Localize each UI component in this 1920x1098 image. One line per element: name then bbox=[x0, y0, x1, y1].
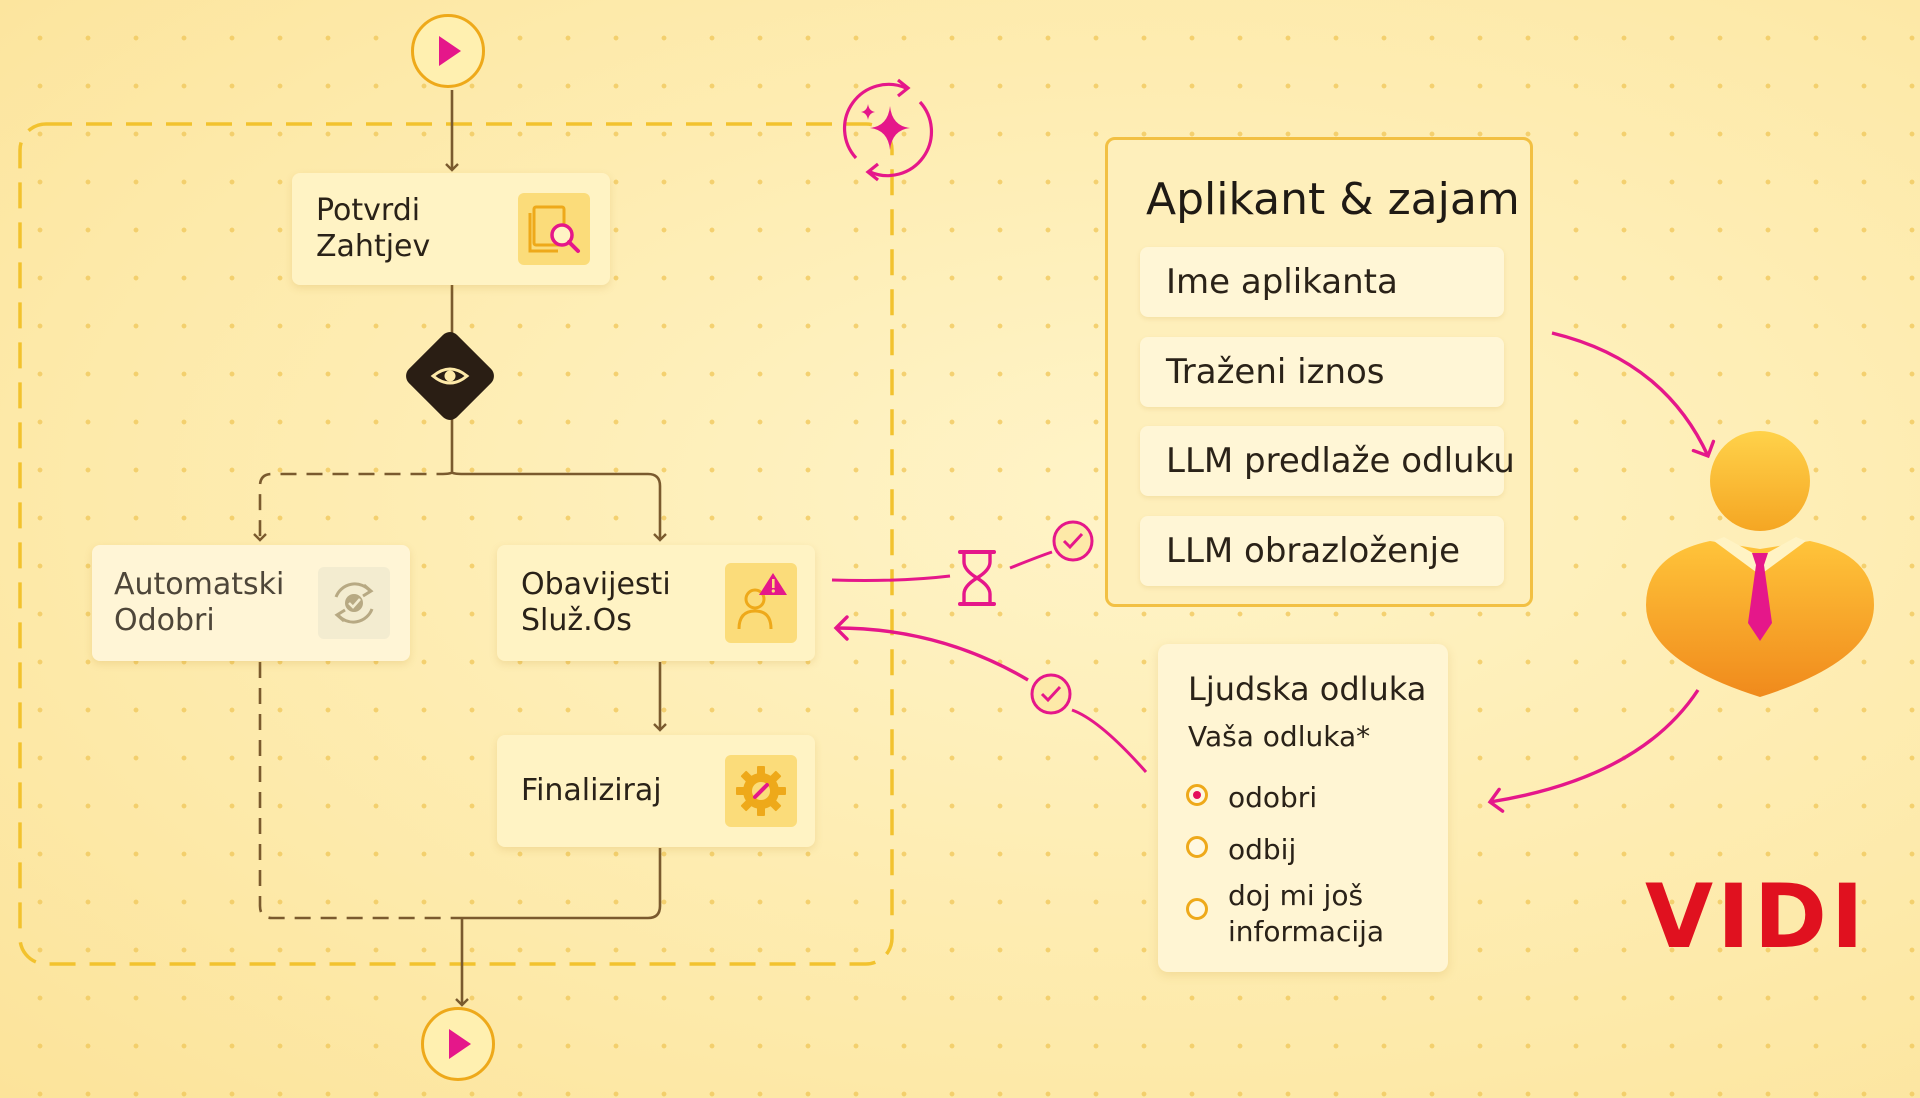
play-icon bbox=[439, 36, 461, 66]
loop-boundary bbox=[18, 122, 894, 966]
user-alert-icon bbox=[725, 563, 797, 643]
field-label: Traženi iznos bbox=[1166, 352, 1385, 392]
decision-gateway[interactable] bbox=[401, 327, 499, 425]
field-llm-suggestion[interactable]: LLM predlaže odluku bbox=[1140, 426, 1515, 496]
end-event bbox=[421, 1007, 495, 1081]
task-label: Potvrdi Zahtjev bbox=[316, 193, 431, 264]
vidi-logo: VIDI bbox=[1645, 865, 1868, 968]
hourglass-icon bbox=[958, 550, 996, 606]
option-label: odbij bbox=[1228, 833, 1297, 866]
radio-button[interactable] bbox=[1186, 836, 1208, 858]
link-check-to-notify bbox=[833, 615, 1029, 682]
form-prompt: Vaša odluka* bbox=[1188, 720, 1371, 753]
task-label: Finaliziraj bbox=[521, 773, 662, 808]
flow-to-notify bbox=[450, 471, 667, 542]
start-event bbox=[411, 14, 485, 88]
play-icon bbox=[449, 1029, 471, 1059]
link-notify-to-wait bbox=[831, 574, 951, 582]
form-title: Ljudska odluka bbox=[1188, 670, 1427, 708]
field-label: Ime aplikanta bbox=[1166, 262, 1398, 302]
link-person-to-decision bbox=[1487, 689, 1700, 813]
task-label: Obavijesti Služ.Os bbox=[521, 567, 671, 638]
flow-auto-approve-to-merge bbox=[258, 662, 462, 920]
option-label: doj mi još informacija bbox=[1228, 879, 1385, 948]
link-decision-to-notify bbox=[1071, 708, 1148, 773]
task-finalize[interactable]: Finaliziraj bbox=[497, 735, 815, 847]
radio-button[interactable] bbox=[1186, 784, 1208, 806]
task-auto-approve[interactable]: Automatski Odobri bbox=[92, 545, 410, 661]
link-panel-to-person bbox=[1551, 331, 1716, 459]
field-applicant-name[interactable]: Ime aplikanta bbox=[1140, 247, 1504, 317]
human-decision-form: Ljudska odluka Vaša odluka* odobri odbij… bbox=[1158, 644, 1448, 972]
sync-check-icon bbox=[318, 567, 390, 639]
eye-icon bbox=[430, 367, 470, 385]
task-label: Automatski Odobri bbox=[114, 567, 285, 638]
field-label: LLM obrazloženje bbox=[1166, 531, 1460, 571]
flow-finalize-to-merge bbox=[462, 848, 662, 920]
link-wait-to-check bbox=[1009, 550, 1053, 570]
flow-to-auto-approve bbox=[253, 471, 454, 542]
sparkle-refresh-icon bbox=[842, 78, 934, 182]
field-label: LLM predlaže odluku bbox=[1166, 441, 1515, 481]
field-llm-reasoning[interactable]: LLM obrazloženje bbox=[1140, 516, 1504, 586]
gear-icon bbox=[725, 755, 797, 827]
radio-button[interactable] bbox=[1186, 898, 1208, 920]
applicant-loan-panel: Aplikant & zajam Ime aplikanta Traženi i… bbox=[1105, 137, 1533, 607]
document-search-icon bbox=[518, 193, 590, 265]
user-tie-icon bbox=[1646, 431, 1874, 697]
task-notify-officer[interactable]: Obavijesti Služ.Os bbox=[497, 545, 815, 661]
task-validate-request[interactable]: Potvrdi Zahtjev bbox=[292, 173, 610, 285]
check-circle-icon bbox=[1030, 673, 1072, 715]
panel-title: Aplikant & zajam bbox=[1146, 174, 1520, 225]
field-requested-amount[interactable]: Traženi iznos bbox=[1140, 337, 1504, 407]
option-label: odobri bbox=[1228, 781, 1318, 814]
check-circle-icon bbox=[1052, 520, 1094, 562]
